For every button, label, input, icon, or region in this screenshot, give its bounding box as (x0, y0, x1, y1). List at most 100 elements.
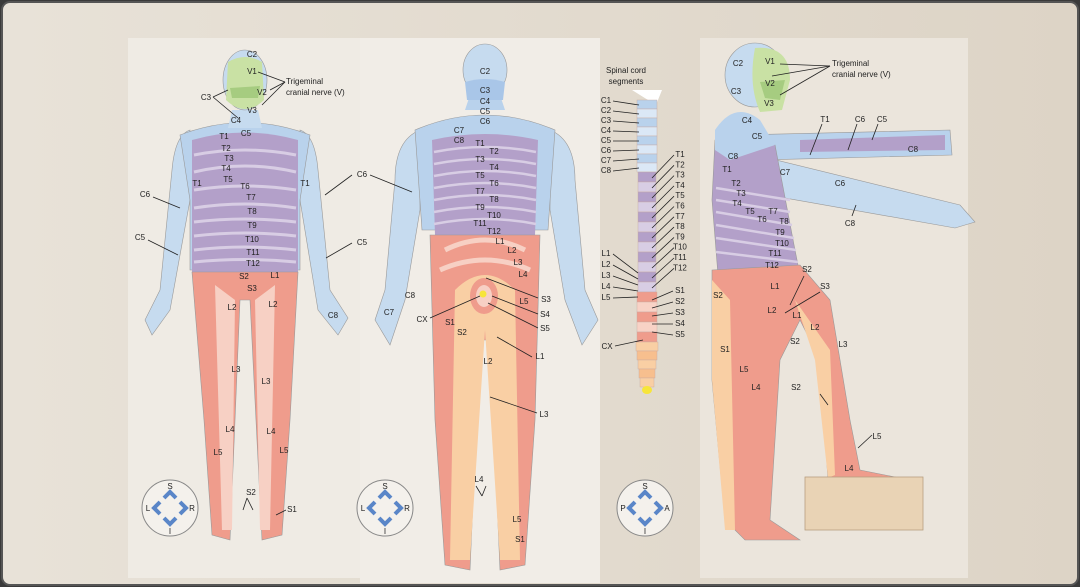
spine-label-c6: C6 (601, 146, 612, 155)
back-label-t12: T12 (487, 227, 501, 236)
spine-label-c2: C2 (601, 106, 612, 115)
side-label-s2: S2 (713, 291, 723, 300)
leader-line (612, 253, 639, 274)
leader-line (847, 123, 858, 151)
spinal-segment (636, 350, 658, 361)
side-label-l4: L4 (752, 383, 761, 392)
leader-line (779, 65, 831, 96)
back-label-l5: L5 (513, 515, 522, 524)
direction-arrows-icon (366, 489, 404, 527)
front-label-t12: T12 (246, 259, 260, 268)
side-label-t4: T4 (732, 199, 742, 208)
spinal-segment (636, 108, 658, 119)
back-label-l3: L3 (540, 410, 549, 419)
front-label-t1: T1 (300, 179, 310, 188)
spinal-segment (636, 311, 658, 323)
leader-line (152, 196, 181, 209)
spine-label-s4: S4 (675, 319, 685, 328)
spine-label-t5: T5 (675, 191, 685, 200)
step-block (804, 476, 924, 531)
leader-line (651, 195, 675, 219)
side-label-t2: T2 (731, 179, 741, 188)
front-label-t3: T3 (224, 154, 234, 163)
back-label-c7: C7 (454, 126, 465, 135)
leader-line (651, 312, 674, 317)
leader-line (651, 290, 674, 301)
leader-line (269, 81, 286, 91)
side-label-c4: C4 (742, 116, 753, 125)
back-label-s1: S1 (515, 535, 525, 544)
leader-line (257, 71, 286, 83)
front-compass-right: R (189, 504, 195, 513)
front-label-c8: C8 (328, 311, 339, 320)
front-compass-bottom: I (169, 527, 171, 536)
back-label-t6: T6 (489, 179, 499, 188)
leader-line (491, 295, 539, 315)
back-label-l2: L2 (484, 357, 493, 366)
front-label-l3: L3 (262, 377, 271, 386)
leader-line (857, 434, 873, 449)
side-compass-top: S (642, 482, 647, 491)
leader-line (212, 89, 229, 98)
spine-label-cx: CX (601, 342, 613, 351)
front-label-s2: S2 (246, 488, 256, 497)
back-label-c4: C4 (480, 97, 491, 106)
side-trigeminal-label: Trigeminal (832, 59, 869, 68)
leader-line (487, 302, 539, 329)
back-compass-bottom: I (384, 527, 386, 536)
side-label-l3: L3 (839, 340, 848, 349)
leader-line (612, 286, 639, 292)
side-label-v1: V1 (765, 57, 775, 66)
spine-label-c1: C1 (601, 96, 612, 105)
side-label-s2: S2 (791, 383, 801, 392)
front-label-l2: L2 (269, 300, 278, 309)
leader-line (612, 120, 640, 124)
back-compass-right: R (404, 504, 410, 513)
back-label-t11: T11 (473, 219, 487, 228)
spine-label-s1: S1 (675, 286, 685, 295)
front-compass-left: L (146, 504, 151, 513)
side-label-t8: T8 (779, 217, 789, 226)
back-compass-left: L (361, 504, 366, 513)
direction-arrows-icon (626, 489, 664, 527)
leader-line (651, 247, 675, 269)
side-label-t1: T1 (722, 165, 732, 174)
leader-line (809, 123, 823, 156)
leader-line (147, 239, 179, 256)
back-label-c8: C8 (454, 136, 465, 145)
side-label-c5: C5 (752, 132, 763, 141)
leader-line (212, 96, 239, 119)
back-label-t2: T2 (489, 147, 499, 156)
leader-line (325, 242, 353, 259)
back-compass-top: S (382, 482, 387, 491)
spinal-segment (636, 99, 658, 110)
spinal-segment (636, 301, 658, 313)
spinal-segment (635, 341, 659, 352)
spine-label-t12: T12 (673, 263, 687, 272)
back-label-cx: CX (416, 315, 428, 324)
leader-line (475, 485, 483, 497)
side-label-t11: T11 (768, 249, 782, 258)
side-label-c5: C5 (877, 115, 888, 124)
back-label-s5: S5 (540, 324, 550, 333)
back-label-l1: L1 (536, 352, 545, 361)
front-label-c5: C5 (241, 129, 252, 138)
spine-label-t7: T7 (675, 212, 685, 221)
leader-line (851, 204, 857, 217)
spine-label-t9: T9 (675, 232, 685, 241)
side-label-v2: V2 (765, 79, 775, 88)
leader-line (489, 396, 538, 414)
leader-line (246, 497, 254, 511)
spine-label-l4: L4 (602, 282, 611, 291)
back-label-t1: T1 (475, 139, 485, 148)
side-label-c8: C8 (908, 145, 919, 154)
front-label-t1: T1 (219, 132, 229, 141)
side-label-c6: C6 (835, 179, 846, 188)
front-trigeminal-label: Trigeminal (286, 77, 323, 86)
back-orientation-compass (356, 479, 414, 537)
back-label-t5: T5 (475, 171, 485, 180)
front-label-t2: T2 (221, 144, 231, 153)
leader-line (651, 301, 674, 309)
leader-line (369, 174, 413, 193)
spine-label-c8: C8 (601, 166, 612, 175)
